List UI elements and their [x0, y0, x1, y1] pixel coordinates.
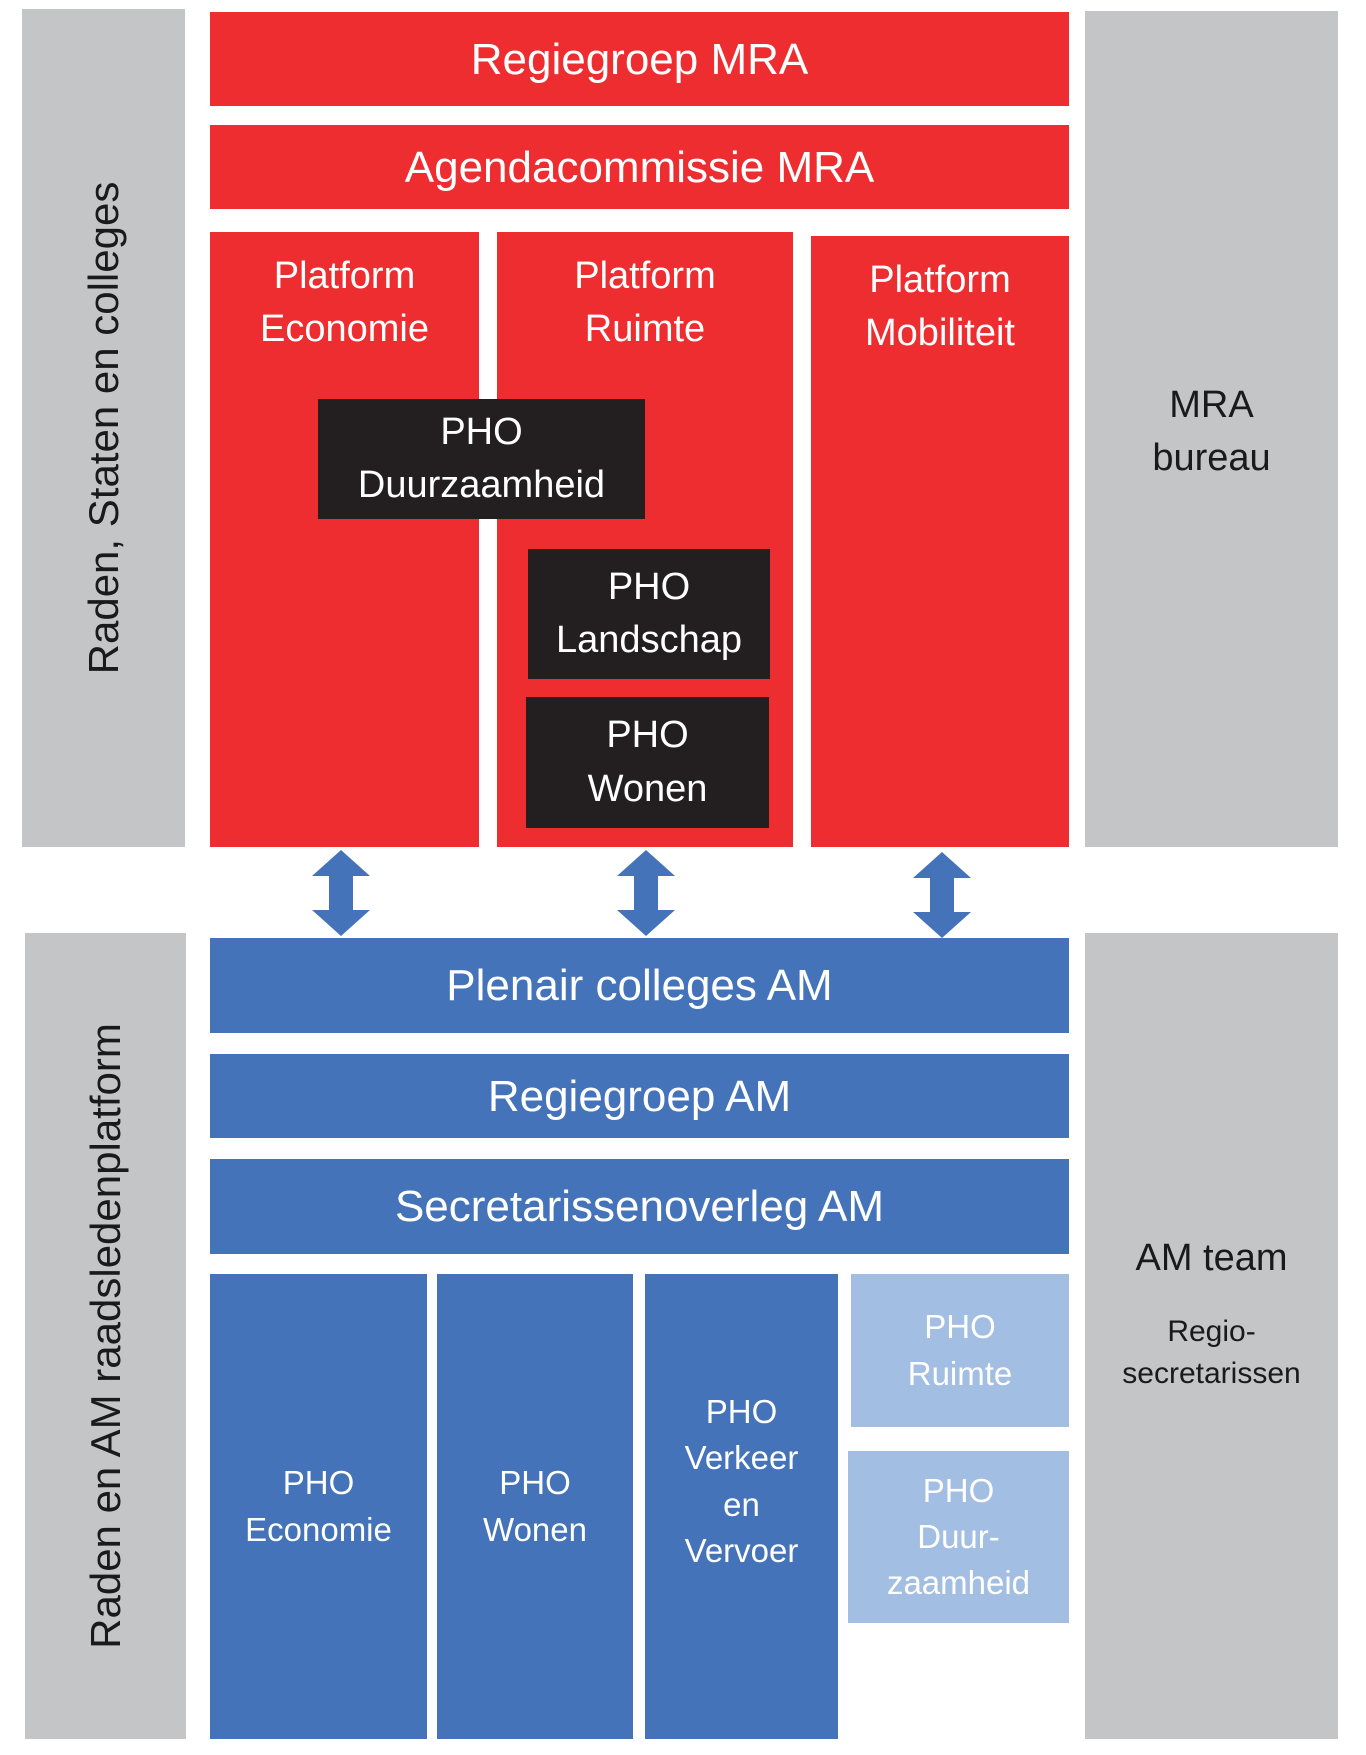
pho-verkeer-line4: Vervoer	[684, 1531, 799, 1569]
side-panel-mra-bureau: MRA bureau	[1085, 11, 1338, 847]
pho-verkeer-line3: en	[723, 1485, 760, 1523]
pho-duurzaamheid-line1: PHO	[440, 410, 523, 453]
am-team-sub2: secretarissen	[1122, 1356, 1301, 1390]
side-panel-raden-staten: Raden, Staten en colleges	[22, 9, 185, 847]
plenair-colleges-am: Plenair colleges AM	[210, 938, 1069, 1033]
platform-ruimte-line1: Platform	[574, 255, 716, 297]
regiegroep-mra: Regiegroep MRA	[210, 12, 1069, 106]
secretarissenoverleg-am: Secretarissenoverleg AM	[210, 1159, 1069, 1254]
pho-economie-am-line2: Economie	[245, 1510, 392, 1548]
side-panel-am-team: AM team Regio- secretarissen	[1085, 933, 1338, 1739]
pho-landschap-line2: Landschap	[556, 619, 742, 661]
pho-wonen-am: PHO Wonen	[437, 1274, 633, 1739]
double-arrow-mobiliteit	[913, 852, 971, 938]
pho-wonen-am-line2: Wonen	[483, 1510, 587, 1548]
pho-ruimte-am: PHO Ruimte	[851, 1274, 1069, 1427]
platform-ruimte-line2: Ruimte	[584, 308, 706, 351]
platform-economie: Platform Economie	[210, 232, 479, 847]
agendacommissie-mra-label: Agendacommissie MRA	[404, 142, 875, 192]
double-arrow-ruimte	[617, 850, 675, 936]
am-team-title: AM team	[1135, 1237, 1288, 1279]
side-label-raden-am: Raden en AM raadsledenplatform	[81, 1023, 129, 1649]
side-panel-raden-am: Raden en AM raadsledenplatform	[25, 933, 186, 1739]
pho-ruimte-am-line1: PHO	[924, 1308, 996, 1346]
regiegroep-am-label: Regiegroep AM	[487, 1071, 792, 1121]
pho-verkeer-line2: Verkeer	[684, 1439, 799, 1477]
pho-verkeer-vervoer-am: PHO Verkeer en Vervoer	[645, 1274, 838, 1739]
pho-wonen-am-line1: PHO	[499, 1464, 571, 1502]
pho-landschap: PHO Landschap	[528, 549, 770, 679]
plenair-colleges-am-label: Plenair colleges AM	[446, 961, 833, 1010]
mra-bureau-line1: MRA	[1169, 384, 1254, 426]
side-label-raden-staten: Raden, Staten en colleges	[79, 181, 127, 675]
platform-mobiliteit-line1: Platform	[869, 259, 1011, 301]
pho-verkeer-line1: PHO	[705, 1393, 778, 1431]
platform-economie-line1: Platform	[273, 255, 416, 297]
am-team-sub1: Regio-	[1167, 1314, 1256, 1348]
pho-duurzaamheid-line2: Duurzaamheid	[357, 464, 606, 506]
pho-wonen-mra-line2: Wonen	[587, 767, 708, 810]
pho-economie-am: PHO Economie	[210, 1274, 427, 1739]
pho-duurzaamheid-am-line2: Duur-	[917, 1517, 1000, 1555]
platform-mobiliteit: Platform Mobiliteit	[811, 236, 1069, 847]
pho-ruimte-am-line2: Ruimte	[907, 1354, 1013, 1392]
pho-economie-am-line1: PHO	[282, 1464, 355, 1502]
regiegroep-am: Regiegroep AM	[210, 1054, 1069, 1138]
agendacommissie-mra: Agendacommissie MRA	[210, 125, 1069, 209]
secretarissenoverleg-am-label: Secretarissenoverleg AM	[394, 1182, 885, 1231]
pho-duurzaamheid-am: PHO Duur- zaamheid	[848, 1451, 1069, 1623]
platform-economie-line2: Economie	[260, 308, 429, 351]
regiegroep-mra-label: Regiegroep MRA	[470, 34, 809, 84]
pho-duurzaamheid-am-line3: zaamheid	[886, 1564, 1031, 1602]
pho-landschap-line1: PHO	[607, 565, 691, 608]
pho-duurzaamheid-mra: PHO Duurzaamheid	[318, 399, 645, 519]
platform-mobiliteit-line2: Mobiliteit	[865, 312, 1015, 355]
pho-wonen-mra: PHO Wonen	[526, 697, 769, 828]
pho-duurzaamheid-am-line1: PHO	[922, 1471, 995, 1509]
pho-wonen-mra-line1: PHO	[606, 714, 689, 757]
double-arrow-economie	[312, 850, 370, 936]
mra-bureau-line2: bureau	[1152, 437, 1271, 480]
